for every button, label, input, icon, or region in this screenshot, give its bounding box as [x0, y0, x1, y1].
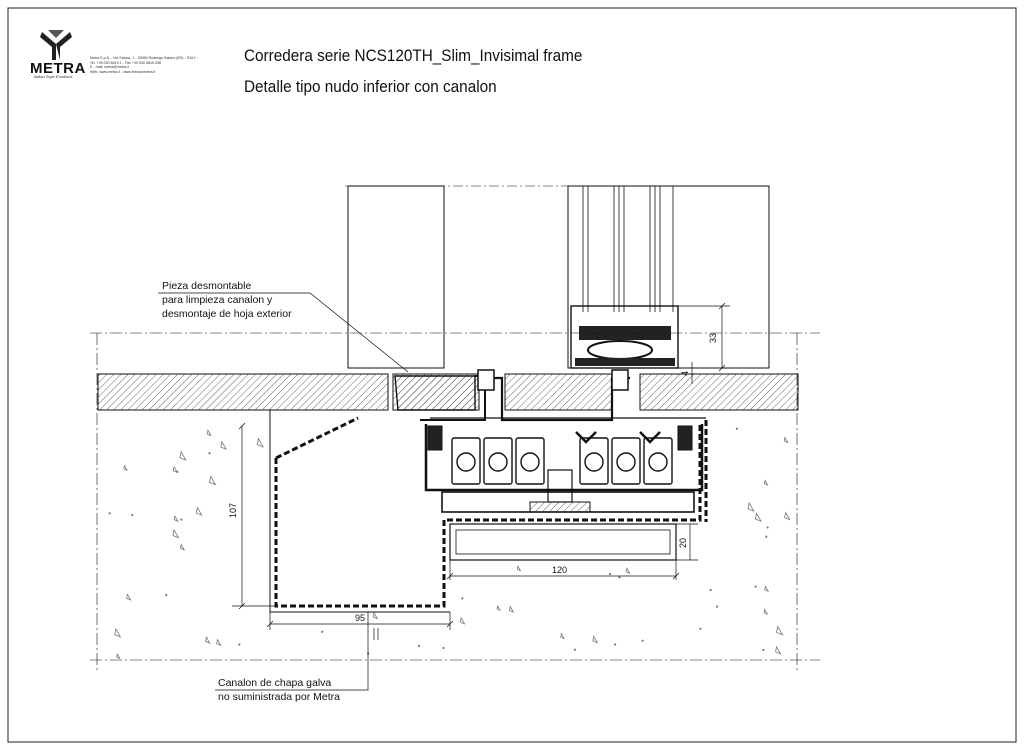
sash-panel — [567, 185, 770, 369]
brand-tagline: Italian Style Emotions — [34, 74, 73, 79]
dim-107-label: 107 — [228, 503, 238, 518]
drawing-subtitle: Detalle tipo nudo inferior con canalon — [244, 77, 497, 96]
note-line: desmontaje de hoja exterior — [162, 308, 292, 320]
dim-20-label: 20 — [678, 538, 688, 548]
address-line: Tel. +39 030 6819.1 - Fax +39 030 6819.3… — [90, 60, 161, 65]
metra-logo-mark — [40, 30, 72, 60]
note-removable-piece: Pieza desmontable para limpieza canalon … — [162, 279, 292, 321]
address-line: Web: www.metra.it - www.thesolometra.it — [90, 69, 156, 74]
dim-95 — [266, 612, 454, 630]
address-line: E - mail: metra@metra.it — [90, 65, 129, 70]
note-line: Pieza desmontable — [162, 280, 252, 292]
section-mark — [373, 628, 379, 640]
fixed-panel — [347, 185, 445, 369]
frame-profile — [424, 369, 706, 492]
leader-gutter — [215, 612, 369, 691]
sheet-border — [7, 7, 1017, 743]
company-address: Metra S.p.A. - Via Stacca, 1 - 25050 Rod… — [90, 56, 210, 74]
bottom-track — [441, 469, 695, 513]
dim-120-label: 120 — [552, 565, 567, 575]
removable-cover-piece — [394, 375, 486, 421]
dim-95-label: 95 — [355, 613, 365, 623]
gutter-tube — [449, 523, 677, 561]
sash-bottom-profile — [570, 305, 679, 369]
excavation-outline — [269, 410, 450, 613]
dim-33-label: 33 — [708, 333, 718, 343]
concrete-fill — [108, 427, 791, 660]
brand-name: METRA — [30, 60, 86, 77]
dim-120 — [446, 560, 680, 580]
dim-107 — [232, 409, 276, 610]
floor-slab — [97, 373, 799, 411]
note-line: no suministrada por Metra — [218, 691, 340, 703]
dim-4 — [676, 362, 698, 384]
dim-20 — [676, 523, 698, 561]
glazing-unit — [582, 186, 674, 312]
leader-removable-piece — [158, 292, 409, 373]
note-line: para limpieza canalon y — [162, 294, 273, 306]
drawing-title: Corredera serie NCS120TH_Slim_Invisimal … — [244, 46, 583, 65]
note-line: Canalon de chapa galva — [218, 677, 332, 689]
dim-4-label: 4 — [680, 371, 690, 376]
address-line: Metra S.p.A. - Via Stacca, 1 - 25050 Rod… — [90, 56, 199, 60]
roller-assembly — [451, 431, 673, 485]
dim-33 — [676, 302, 730, 372]
drainage-channel — [274, 416, 708, 608]
note-gutter: Canalon de chapa galva no suministrada p… — [218, 676, 340, 704]
